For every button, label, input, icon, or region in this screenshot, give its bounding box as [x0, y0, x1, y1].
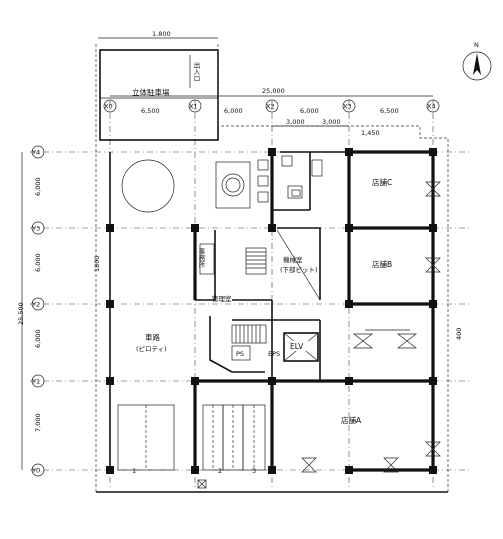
- parking-bays: 1 2 3: [117, 404, 266, 475]
- elevator: ELV: [283, 332, 319, 362]
- parking-bay-3: 3: [252, 467, 256, 475]
- dim-span-3: 6,000: [300, 107, 319, 115]
- parking-bay-2: 2: [218, 467, 222, 475]
- grid-y1: Y1: [31, 378, 40, 386]
- dim-sub-right: 3,000: [322, 118, 341, 126]
- management-label: 管理室: [212, 294, 232, 303]
- dim-y-span-1: 6,000: [34, 177, 42, 196]
- dim-total-y: 25,500: [17, 302, 25, 325]
- grid-y0: Y0: [31, 467, 40, 475]
- stair-left: [245, 247, 267, 275]
- dim-span-4: 6,500: [380, 107, 399, 115]
- eps-label: EPS: [268, 350, 280, 358]
- office-small-label: 事務所: [197, 247, 205, 269]
- grid-x3: X3: [343, 103, 352, 111]
- dim-total-x: 25,000: [262, 87, 285, 95]
- grid-x0: X0: [104, 103, 113, 111]
- grid-x2: X2: [266, 103, 275, 111]
- shop-c-label: 店舗C: [372, 177, 392, 187]
- grid-y3: Y3: [31, 225, 40, 233]
- parking-tower: 立体駐車場 出入口: [99, 49, 219, 141]
- grid-tags-x: X0 X1 X2 X3 X4: [103, 99, 440, 113]
- columns: [106, 148, 437, 474]
- dim-y-span-3: 6,000: [34, 329, 42, 348]
- entrance-label: 出入口: [192, 61, 200, 82]
- building-walls: [109, 150, 435, 472]
- dim-left-edge: 1800: [93, 255, 101, 272]
- car-lane-label: 車路: [145, 332, 160, 342]
- grid-x1: X1: [189, 103, 198, 111]
- piloti-label: (ピロティ): [136, 345, 167, 353]
- dim-y-span-2: 6,000: [34, 253, 42, 272]
- dim-span-1: 6,500: [141, 107, 160, 115]
- car-icon: [215, 161, 251, 209]
- north-label: N: [474, 41, 479, 49]
- grid-y2: Y2: [31, 301, 40, 309]
- turntable-icon: [121, 159, 175, 213]
- dim-top-small: 1.800: [152, 30, 171, 38]
- elv-label: ELV: [290, 342, 304, 351]
- grid-tags-y: Y4 Y3 Y2 Y1 Y0: [31, 145, 45, 477]
- north-arrow-icon: N: [462, 41, 492, 81]
- shop-a-label: 店舗A: [341, 415, 362, 425]
- dim-right-edge: 400: [455, 328, 463, 340]
- machine-room: 機械室 (下部ピット): [276, 229, 321, 301]
- machine-room-label: 機械室: [283, 255, 303, 264]
- dimension-lines: 1.800 25,000 6,500 6,000 6,000 6,500 3,0…: [17, 30, 463, 470]
- ps-label: PS: [236, 350, 244, 358]
- toilet-fixtures: [257, 155, 323, 203]
- grid-y4: Y4: [31, 149, 40, 157]
- dim-span-2: 6,000: [224, 107, 243, 115]
- stair-center: [231, 324, 267, 344]
- parking-bay-1: 1: [132, 467, 136, 475]
- grid-x4: X4: [427, 103, 436, 111]
- machine-pit-label: (下部ピット): [280, 265, 318, 274]
- shop-b-label: 店舗B: [372, 259, 392, 269]
- dim-sub-offset: 1,450: [361, 129, 380, 137]
- parking-tower-label: 立体駐車場: [132, 87, 170, 97]
- dim-sub-left: 3,000: [286, 118, 305, 126]
- door-icons: [301, 181, 441, 473]
- dim-y-span-4: 7,000: [34, 413, 42, 432]
